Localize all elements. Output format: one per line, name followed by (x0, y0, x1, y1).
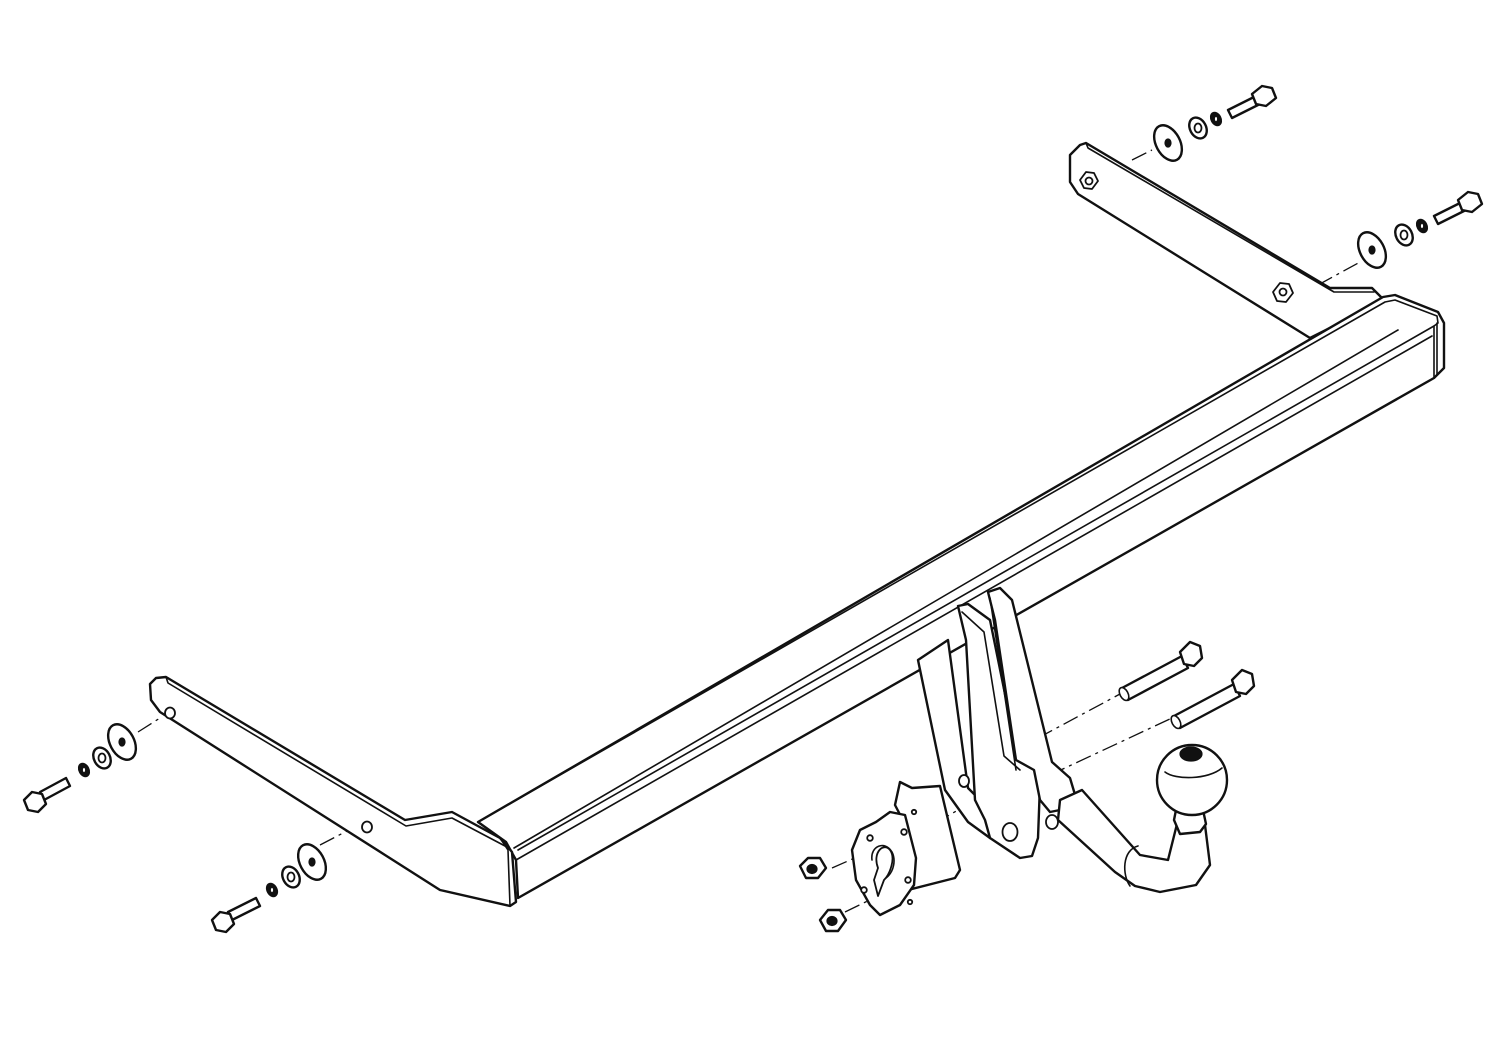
washer (1152, 124, 1184, 162)
washer (106, 723, 138, 761)
bolt (22, 776, 72, 814)
socket-plate (850, 780, 962, 917)
bolt (1170, 668, 1256, 730)
spring-washer (77, 762, 91, 778)
bolt (210, 896, 262, 934)
washer (296, 843, 328, 881)
bolt (1432, 190, 1484, 226)
tow-ball (1155, 743, 1229, 817)
bolt (1118, 640, 1204, 702)
right-bracket (1068, 141, 1384, 340)
bolt (1226, 84, 1278, 120)
nut (798, 856, 828, 880)
nut (818, 908, 848, 933)
spring-washer (1415, 218, 1429, 234)
washer (1356, 231, 1388, 269)
washer (281, 865, 301, 889)
spring-washer (1209, 111, 1223, 127)
left-bracket (148, 675, 518, 908)
center-mount-plate (916, 586, 1078, 860)
washer (1394, 223, 1414, 247)
washer (1188, 116, 1208, 140)
washer (92, 746, 112, 770)
spring-washer (265, 882, 279, 898)
